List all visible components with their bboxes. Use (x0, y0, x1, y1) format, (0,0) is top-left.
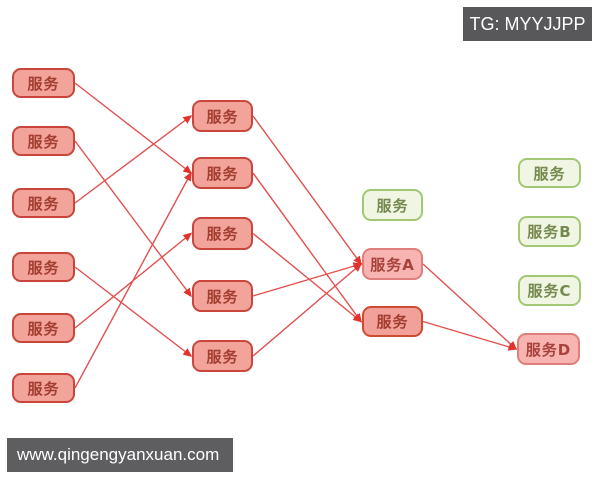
service-node-l2: 服务 (12, 126, 75, 156)
service-node-label: 服务D (525, 340, 572, 359)
service-node-l1: 服务 (12, 68, 75, 98)
service-node-label: 服务 (206, 164, 239, 183)
watermark-label: www.qingengyanxuan.com (17, 445, 220, 464)
edge-l4-m5 (74, 266, 193, 357)
service-node-label: 服务 (206, 225, 239, 243)
edge-m4-sa (252, 262, 363, 297)
service-node-label: 服务C (527, 282, 572, 300)
service-node-l6: 服务 (12, 373, 75, 403)
service-node-m3: 服务 (192, 217, 253, 250)
service-node-label: 服务 (27, 132, 60, 151)
service-node-m5: 服务 (192, 340, 253, 372)
service-node-sa: 服务A (362, 248, 423, 280)
edge-l2-m4 (74, 140, 192, 298)
service-node-label: 服务B (527, 223, 572, 241)
service-node-sd: 服务D (517, 333, 580, 365)
edge-l1-m2 (74, 82, 193, 174)
tg-badge-label: TG: MYYJJPP (469, 13, 586, 34)
service-node-m2: 服务 (192, 157, 253, 189)
service-node-g1: 服务 (362, 189, 423, 221)
service-node-l3: 服务 (12, 188, 75, 218)
edge-m3-sr (252, 232, 363, 323)
tg-badge: TG: MYYJJPP (463, 7, 592, 41)
service-node-m1: 服务 (192, 100, 253, 132)
service-node-label: 服务 (533, 164, 566, 183)
service-node-l4: 服务 (12, 252, 75, 282)
service-node-label: 服务 (376, 196, 409, 215)
service-node-sc: 服务C (518, 275, 581, 306)
service-node-label: 服务A (370, 255, 415, 274)
service-node-label: 服务 (376, 313, 409, 331)
service-node-label: 服务 (27, 379, 60, 398)
service-node-label: 服务 (27, 194, 60, 213)
service-node-label: 服务 (27, 258, 60, 277)
service-node-label: 服务 (27, 319, 60, 338)
service-node-g2: 服务 (518, 158, 581, 188)
service-node-sr: 服务 (362, 306, 423, 337)
service-node-l5: 服务 (12, 313, 75, 343)
service-node-label: 服务 (206, 107, 239, 126)
edge-sa-sd (422, 263, 518, 351)
service-node-m4: 服务 (192, 280, 253, 312)
edge-m2-sr (252, 172, 362, 323)
service-node-sb: 服务B (518, 216, 581, 247)
watermark-bar: www.qingengyanxuan.com (7, 438, 233, 472)
service-node-label: 服务 (206, 287, 239, 306)
edge-m5-sa (252, 263, 363, 357)
edge-sr-sd (422, 320, 518, 351)
edge-m1-sa (252, 115, 362, 266)
edge-l6-m2 (74, 171, 192, 389)
service-node-label: 服务 (206, 347, 239, 366)
service-node-label: 服务 (27, 74, 60, 93)
edge-l3-m1 (74, 115, 193, 204)
